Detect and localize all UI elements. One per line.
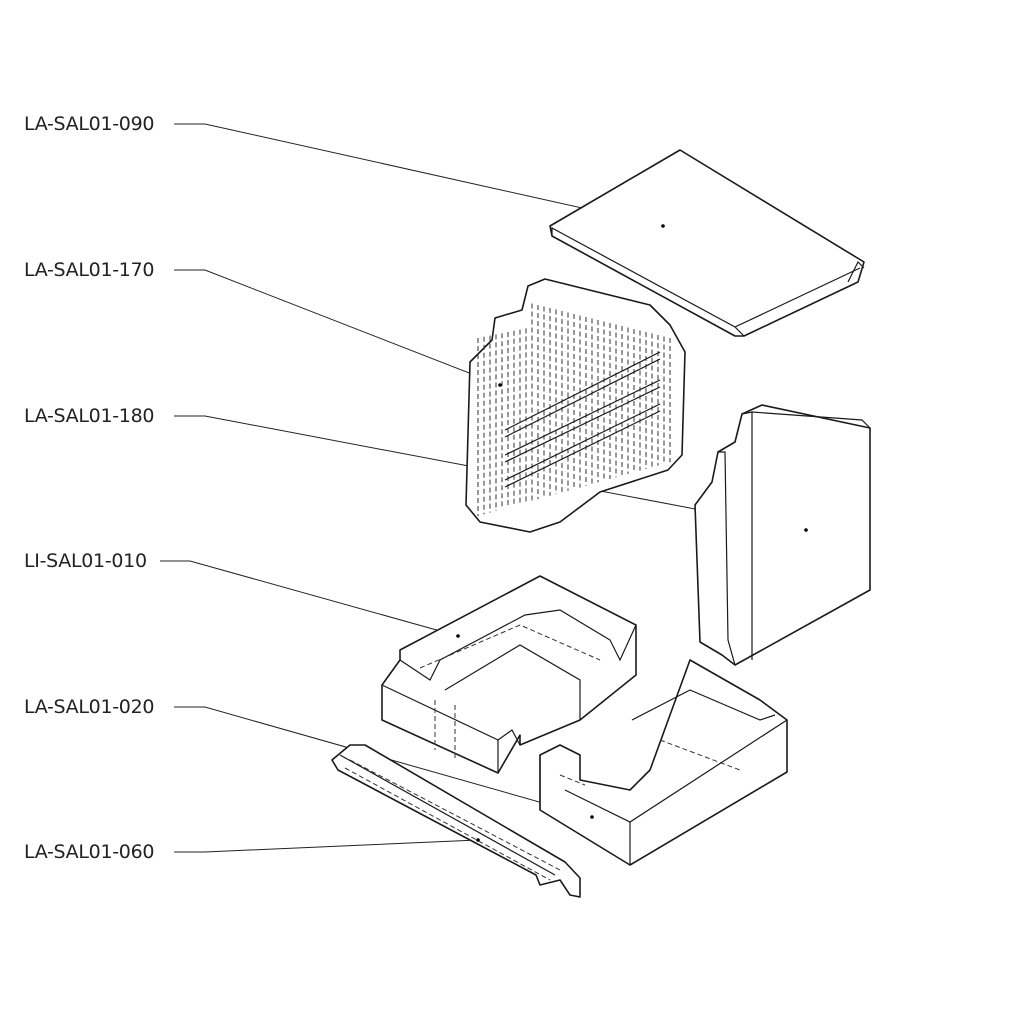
- leader-lines: [160, 123, 807, 853]
- callout-label-020: LA-SAL01-020: [24, 696, 155, 718]
- part-010-left-base: [381, 575, 637, 774]
- leader-060: [174, 839, 479, 853]
- leader-010: [160, 560, 459, 637]
- part-170-back-panel: [465, 278, 686, 533]
- leader-090: [174, 123, 664, 227]
- leader-020: [174, 706, 593, 818]
- part-020-right-base: [539, 659, 788, 866]
- callout-label-090: LA-SAL01-090: [24, 113, 155, 135]
- callout-label-010: LI-SAL01-010: [24, 550, 147, 572]
- callout-label-060: LA-SAL01-060: [24, 841, 155, 863]
- callout-label-180: LA-SAL01-180: [24, 405, 155, 427]
- callout-label-170: LA-SAL01-170: [24, 259, 155, 281]
- leader-180: [174, 415, 807, 531]
- part-090-top-plate: [549, 149, 865, 337]
- leader-170: [174, 269, 501, 386]
- part-180-side-panel: [694, 404, 871, 666]
- part-060-bar: [331, 744, 581, 898]
